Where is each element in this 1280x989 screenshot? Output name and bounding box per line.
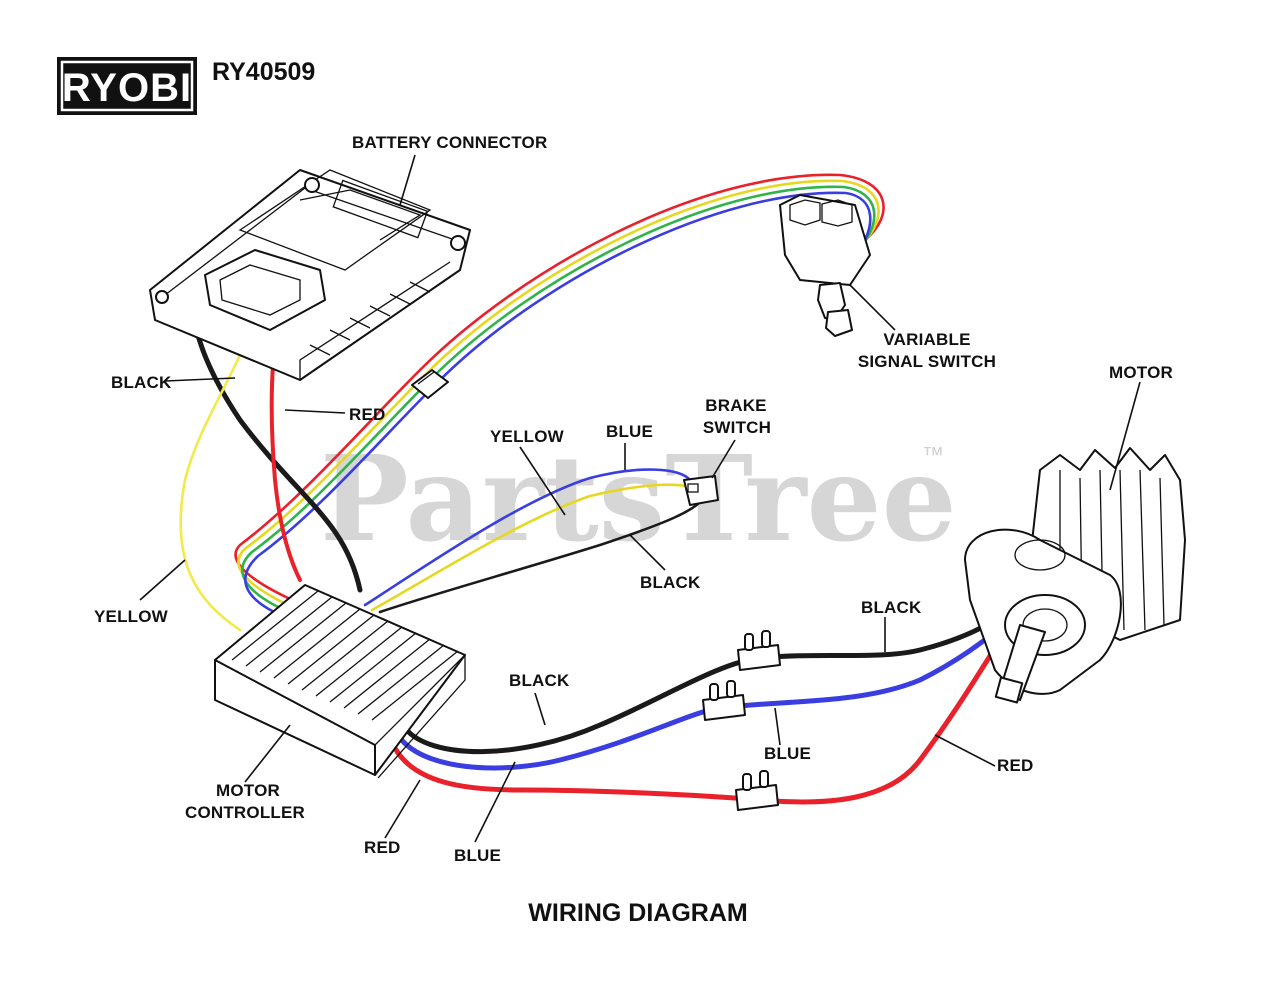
label-black-brake-wire: BLACK: [640, 573, 701, 592]
motor-red-wire: [389, 629, 1008, 805]
label-black-battery-wire: BLACK: [111, 373, 172, 392]
harness-green-wire: [241, 185, 876, 610]
bullet-connector-red: [735, 770, 779, 811]
model-number: RY40509: [212, 58, 315, 86]
label-blue-mid-wire: BLUE: [764, 744, 811, 763]
harness-blue-wire: [244, 191, 872, 615]
label-red-motor-wire: RED: [997, 756, 1034, 775]
bullet-connector-blue: [702, 680, 746, 721]
leader-lines: [139, 154, 1141, 843]
brake-yellow-wire: [370, 483, 694, 612]
watermark-trademark: ™: [922, 442, 944, 467]
bullet-connector-black: [737, 630, 781, 671]
motor: [964, 447, 1186, 704]
watermark: PartsTree: [320, 429, 957, 568]
label-switch: SWITCH: [703, 418, 771, 437]
ryobi-logo: RYOBI: [57, 57, 197, 115]
harness-yellow-wire: [237, 179, 880, 605]
motor-controller: [214, 584, 466, 779]
label-red-bottom-wire: RED: [364, 838, 401, 857]
label-motor-controller-line2: CONTROLLER: [185, 803, 305, 822]
variable-signal-switch: [779, 194, 871, 337]
label-signal-switch: SIGNAL SWITCH: [858, 352, 996, 371]
label-blue-bottom-wire: BLUE: [454, 846, 501, 865]
label-black-controller-wire: BLACK: [509, 671, 570, 690]
label-brake: BRAKE: [705, 396, 766, 415]
battery-connector: [149, 169, 471, 381]
yellow-wire-left: [179, 298, 264, 632]
motor-blue-wire: [395, 619, 1011, 771]
harness-red-wire: [234, 173, 885, 600]
label-blue-brake-wire: BLUE: [606, 422, 653, 441]
wires: [179, 173, 1013, 805]
brake-blue-wire: [363, 468, 692, 607]
label-red-battery-wire: RED: [349, 405, 386, 424]
label-motor: MOTOR: [1109, 363, 1173, 382]
label-variable: VARIABLE: [883, 330, 970, 349]
label-yellow-left-wire: YELLOW: [94, 607, 169, 626]
brand-name: RYOBI: [62, 66, 192, 110]
label-black-motor-wire: BLACK: [861, 598, 922, 617]
label-yellow-brake-wire: YELLOW: [490, 427, 565, 446]
brake-black-wire: [378, 493, 707, 614]
label-motor-controller-line1: MOTOR: [216, 781, 280, 800]
brake-switch: [683, 475, 719, 506]
label-battery-connector: BATTERY CONNECTOR: [352, 133, 547, 152]
harness-inline-connector: [411, 369, 449, 399]
diagram-title: WIRING DIAGRAM: [528, 899, 747, 927]
